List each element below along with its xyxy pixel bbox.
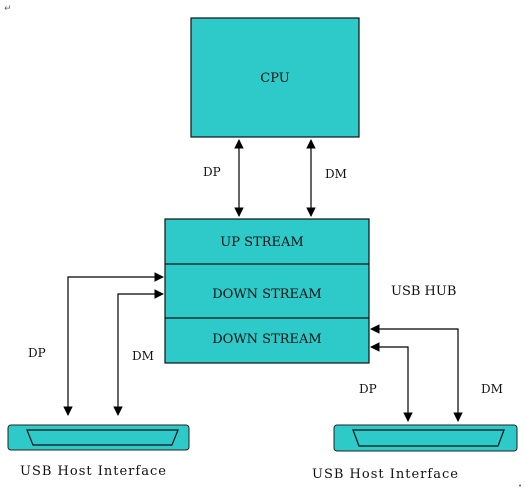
paragraph-mark-bottom: • xyxy=(518,482,522,490)
cpu-dp-label: DP xyxy=(203,165,221,179)
left-dp-label: DP xyxy=(28,346,46,360)
paragraph-mark-top: ↵ xyxy=(4,4,12,14)
right-dp-arrow xyxy=(370,342,413,422)
cpu-box: CPU xyxy=(190,17,360,138)
left-dm-label: DM xyxy=(132,349,154,363)
left-dp-arrow xyxy=(63,272,164,416)
right-host-label: USB Host Interface xyxy=(312,467,459,482)
left-dm-arrow xyxy=(113,289,164,416)
right-dp-label: DP xyxy=(359,382,377,396)
right-dm-label: DM xyxy=(481,382,503,396)
cpu-dm-label: DM xyxy=(325,167,347,181)
downstream-2-label: DOWN STREAM xyxy=(212,332,322,347)
downstream-1-label: DOWN STREAM xyxy=(212,287,322,302)
right-usb-connector-icon xyxy=(333,424,518,452)
usb-hub-box: UP STREAM DOWN STREAM DOWN STREAM xyxy=(164,218,370,364)
cpu-label: CPU xyxy=(260,71,289,86)
left-host-label: USB Host Interface xyxy=(20,464,167,479)
upstream-label: UP STREAM xyxy=(220,235,303,250)
left-usb-connector-icon xyxy=(7,424,190,451)
usb-hub-label: USB HUB xyxy=(391,284,456,299)
right-dm-arrow xyxy=(370,324,463,422)
